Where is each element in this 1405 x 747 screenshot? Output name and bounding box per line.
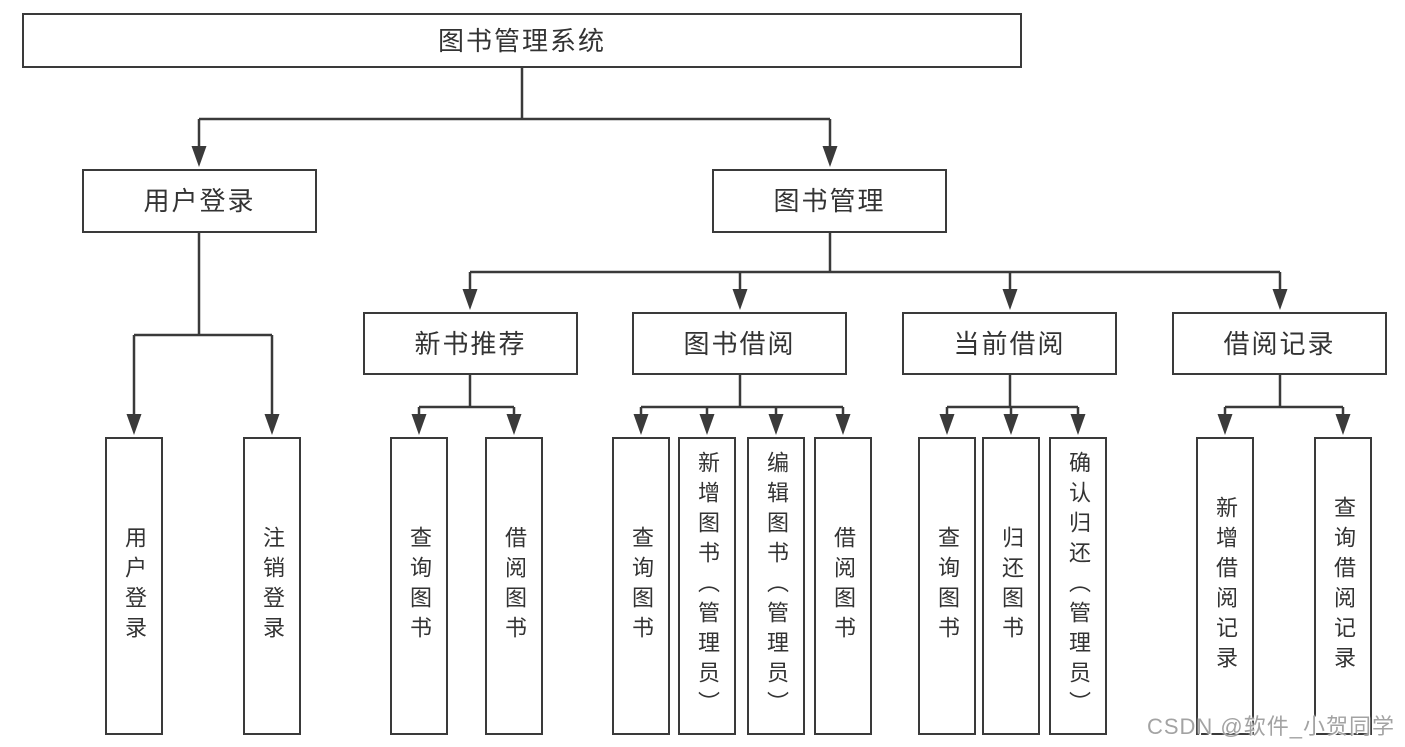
node-book-management: 图书管理 bbox=[712, 169, 947, 233]
node-book-borrowing: 图书借阅 bbox=[632, 312, 847, 375]
node-user-login: 用户登录 bbox=[82, 169, 317, 233]
connector-paths bbox=[132, 68, 1345, 418]
leaf-return-book: 归还图书 bbox=[982, 437, 1040, 735]
leaf-confirm-return-admin: 确认归还（管理员） bbox=[1049, 437, 1107, 735]
leaf-borrow-books-recommend: 借阅图书 bbox=[485, 437, 543, 735]
leaf-user-login: 用户登录 bbox=[105, 437, 163, 735]
leaf-query-books-borrowing: 查询图书 bbox=[612, 437, 670, 735]
arrowheads bbox=[126, 146, 1351, 435]
node-current-borrowing: 当前借阅 bbox=[902, 312, 1117, 375]
node-new-book-recommendation: 新书推荐 bbox=[363, 312, 578, 375]
leaf-query-books-current: 查询图书 bbox=[918, 437, 976, 735]
node-borrowing-records: 借阅记录 bbox=[1172, 312, 1387, 375]
leaf-add-book-admin: 新增图书（管理员） bbox=[678, 437, 736, 735]
leaf-query-borrow-record: 查询借阅记录 bbox=[1314, 437, 1372, 735]
watermark-text: CSDN @软件_小贺同学 bbox=[1146, 714, 1395, 739]
leaf-logout: 注销登录 bbox=[243, 437, 301, 735]
node-library-management-system: 图书管理系统 bbox=[22, 13, 1022, 68]
leaf-edit-book-admin: 编辑图书（管理员） bbox=[747, 437, 805, 735]
leaf-add-borrow-record: 新增借阅记录 bbox=[1196, 437, 1254, 735]
leaf-borrow-books-borrowing: 借阅图书 bbox=[814, 437, 872, 735]
leaf-query-books-recommend: 查询图书 bbox=[390, 437, 448, 735]
